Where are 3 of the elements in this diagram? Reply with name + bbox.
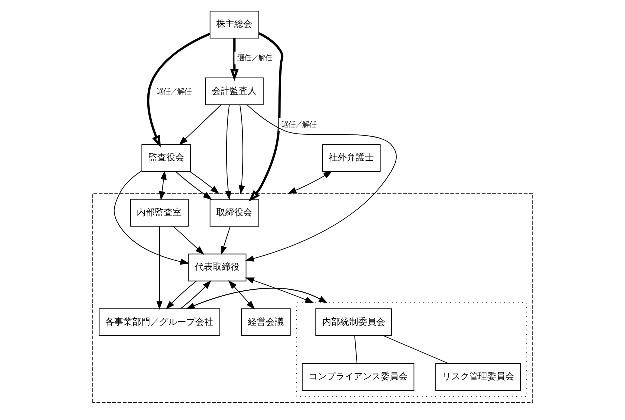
edge-label: 選任／解任 [236, 53, 272, 62]
edge-label: 選任／解任 [281, 120, 316, 130]
edge-label: 選任／解任 [156, 86, 191, 96]
